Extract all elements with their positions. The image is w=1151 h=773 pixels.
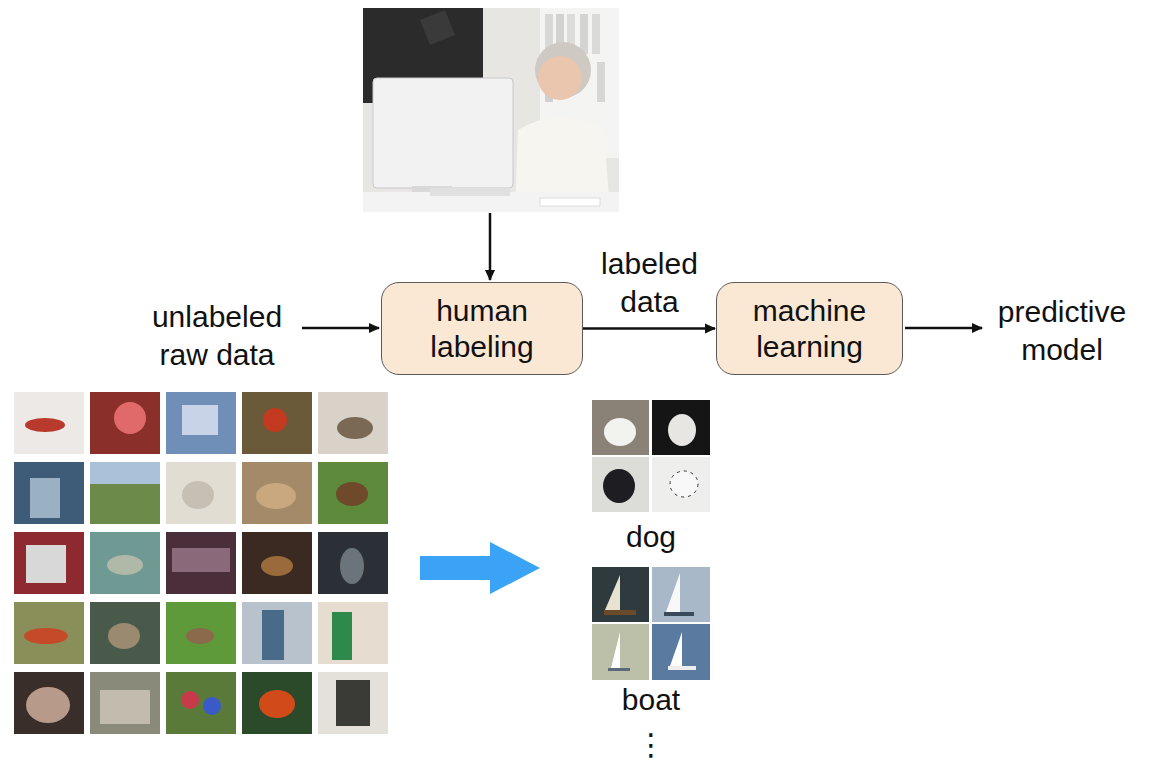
process-box: machine learning (716, 282, 903, 375)
box-label: machine learning (735, 293, 885, 365)
raw-image-grid (14, 392, 388, 734)
edge-label: labeled data (585, 245, 715, 321)
category-label: boat (622, 681, 680, 719)
box-label: human labeling (407, 293, 557, 365)
category-label: ⋮ (636, 726, 666, 764)
dog-image-grid (592, 400, 710, 512)
flow-label: unlabeled raw data (142, 298, 292, 374)
transform-arrow (420, 542, 540, 594)
labeler-photo (363, 8, 619, 212)
flow-arrow (583, 327, 715, 330)
category-label: dog (626, 518, 676, 556)
boat-image-grid (592, 567, 710, 680)
flow-label: predictive model (987, 293, 1137, 369)
process-box: human labeling (381, 282, 583, 375)
